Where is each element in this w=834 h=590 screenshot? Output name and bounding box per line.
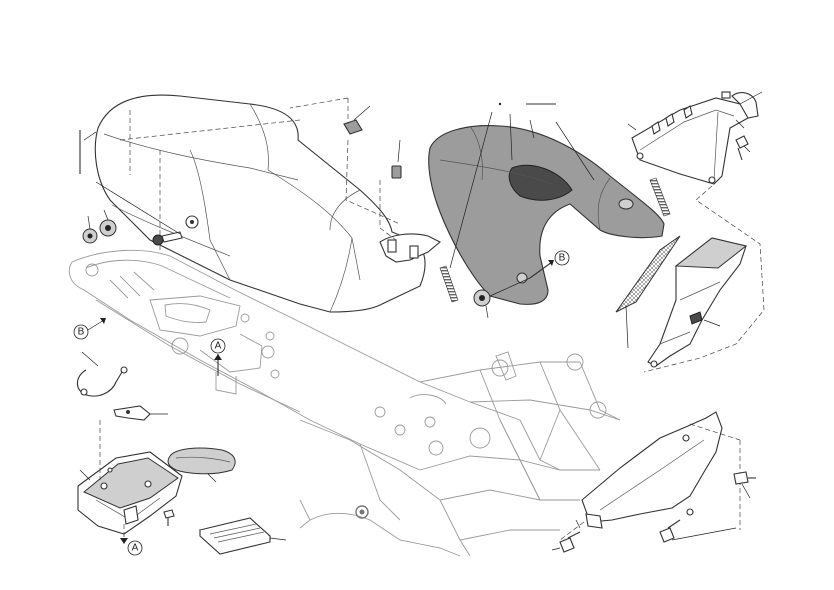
rider-seat bbox=[94, 94, 441, 313]
rubber-grommet-2 bbox=[99, 209, 117, 237]
seat-dashed-guide-2 bbox=[379, 180, 397, 241]
svg-text:A: A bbox=[132, 543, 139, 554]
decal-strip-1 bbox=[439, 111, 493, 303]
lower-panel-bolt-2 bbox=[659, 519, 737, 543]
callout-a-frame: A bbox=[210, 338, 226, 354]
seat-pad bbox=[167, 447, 236, 483]
cowl-fastener bbox=[473, 260, 554, 319]
rear-subframe bbox=[68, 249, 521, 471]
side-panel-right bbox=[647, 237, 748, 368]
tail-light-bracket bbox=[627, 91, 763, 185]
callout-a-frame-arrow bbox=[214, 354, 222, 360]
seat-cowl bbox=[428, 102, 665, 305]
battery-tray bbox=[77, 420, 183, 540]
seat-pin bbox=[95, 181, 183, 246]
seat-dashed-guide bbox=[289, 97, 401, 225]
battery-tray-screw bbox=[163, 509, 175, 526]
seat-release-cable bbox=[76, 351, 128, 397]
mesh-panel bbox=[615, 235, 681, 349]
lower-side-panel bbox=[575, 411, 741, 530]
callout-b-left-leader bbox=[87, 319, 105, 331]
tail-bracket-bolt bbox=[735, 135, 751, 161]
lower-panel-bolt-1 bbox=[733, 471, 756, 499]
lower-dashed-guide bbox=[559, 521, 585, 541]
rubber-grommet-1 bbox=[82, 215, 98, 244]
seat-leader bbox=[83, 131, 97, 141]
callout-b-upper: B bbox=[554, 250, 570, 266]
owners-manual-booklet bbox=[198, 517, 287, 555]
svg-text:A: A bbox=[215, 341, 222, 352]
callout-b-left-arrow bbox=[100, 318, 106, 324]
decal-strip-2 bbox=[649, 177, 671, 217]
rubber-bumper bbox=[343, 105, 371, 135]
spacer bbox=[391, 139, 402, 179]
callout-a-bottom: A bbox=[127, 540, 143, 556]
latch-hook bbox=[113, 405, 168, 421]
svg-text:B: B bbox=[559, 253, 566, 264]
trellis-frame bbox=[299, 351, 621, 557]
callout-b-left: B bbox=[73, 324, 89, 340]
callout-a-bottom-arrow bbox=[120, 538, 128, 544]
svg-text:B: B bbox=[78, 327, 85, 338]
lower-panel-bolt-3 bbox=[551, 531, 581, 553]
